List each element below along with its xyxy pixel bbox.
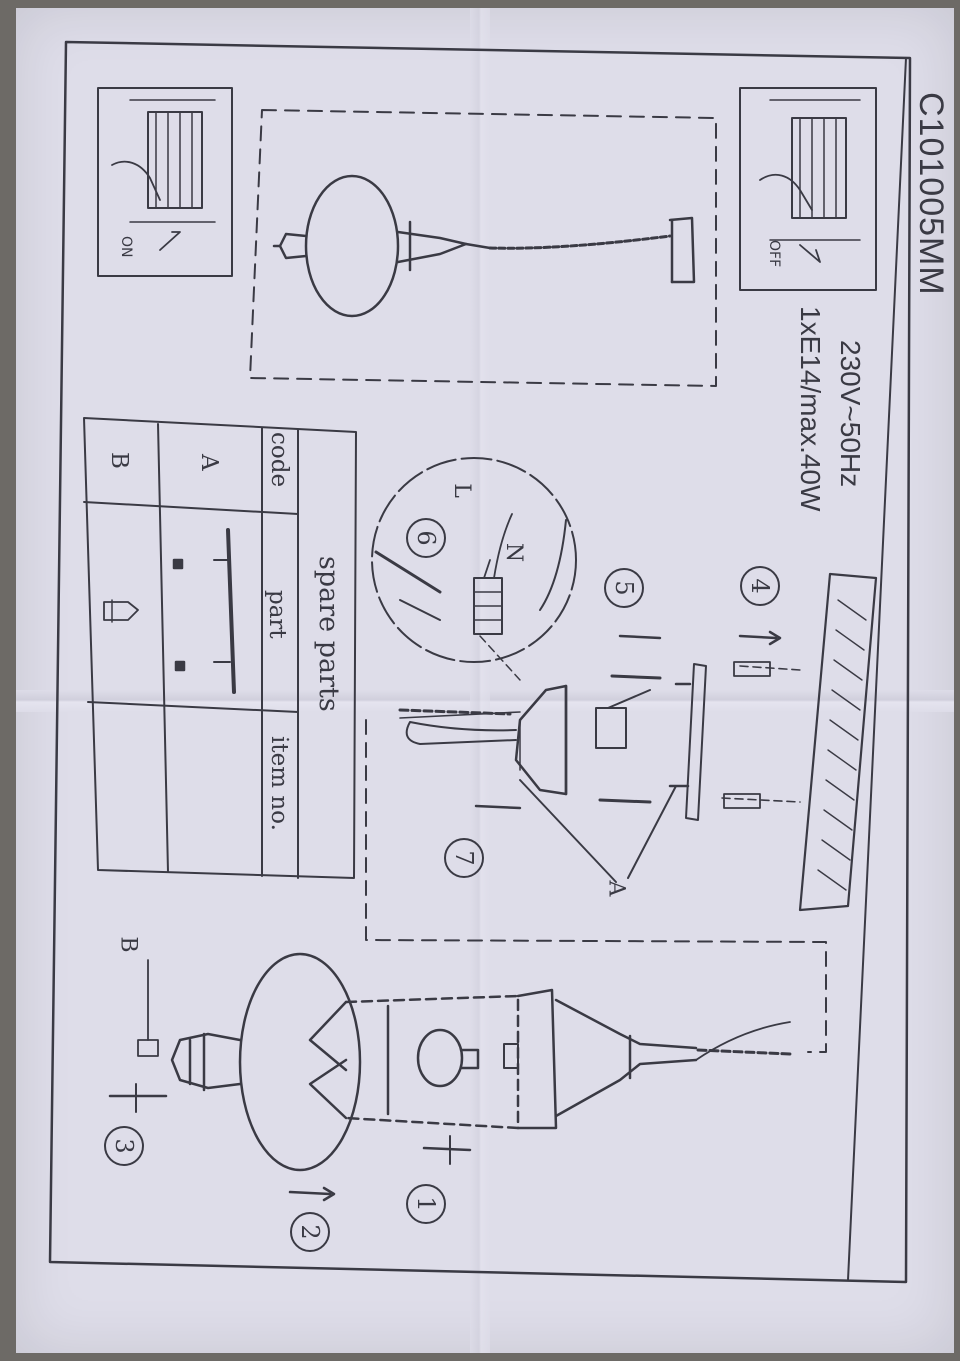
table-row-code-a: A bbox=[196, 454, 222, 471]
switch-on-label: ON bbox=[118, 236, 134, 258]
table-row-code-b: B bbox=[106, 452, 132, 469]
mounting-hardware bbox=[474, 630, 801, 821]
step-6-marker: 6 bbox=[406, 518, 446, 558]
bulb-spec: 1xE14/max.40W bbox=[795, 306, 826, 512]
voltage-spec: 230V~50Hz bbox=[835, 340, 866, 488]
spare-parts-title: spare parts bbox=[313, 556, 344, 712]
connector-detail bbox=[371, 457, 577, 681]
model-number: C101005MM bbox=[912, 92, 950, 296]
step-7-marker: 7 bbox=[444, 838, 484, 878]
lamp-exploded bbox=[108, 952, 792, 1202]
step-5-marker: 5 bbox=[604, 568, 644, 608]
switch-on-diagram bbox=[97, 87, 233, 277]
table-header-part: part bbox=[264, 590, 290, 639]
canopy bbox=[398, 684, 651, 796]
step-3-marker: 3 bbox=[104, 1126, 144, 1166]
lamp-preview bbox=[249, 109, 717, 387]
step-4-marker: 4 bbox=[740, 566, 780, 606]
callout-a bbox=[365, 719, 827, 1053]
step-2-marker: 2 bbox=[290, 1212, 330, 1252]
switch-off-label: OFF bbox=[766, 240, 782, 268]
step-1-marker: 1 bbox=[406, 1184, 446, 1224]
label-live-wire: L bbox=[448, 483, 474, 498]
table-header-code: code bbox=[266, 432, 292, 488]
switch-off-diagram bbox=[739, 87, 877, 291]
spare-parts-table bbox=[83, 417, 357, 879]
label-part-b: B bbox=[115, 936, 141, 953]
table-header-item-no: item no. bbox=[266, 736, 292, 831]
header-divider bbox=[847, 57, 907, 1281]
label-neutral-wire: N bbox=[501, 542, 527, 563]
label-part-a: A bbox=[603, 880, 629, 897]
ceiling-hatched bbox=[798, 572, 878, 912]
outer-frame bbox=[48, 40, 912, 1284]
paper-fold-vertical bbox=[470, 8, 490, 1353]
